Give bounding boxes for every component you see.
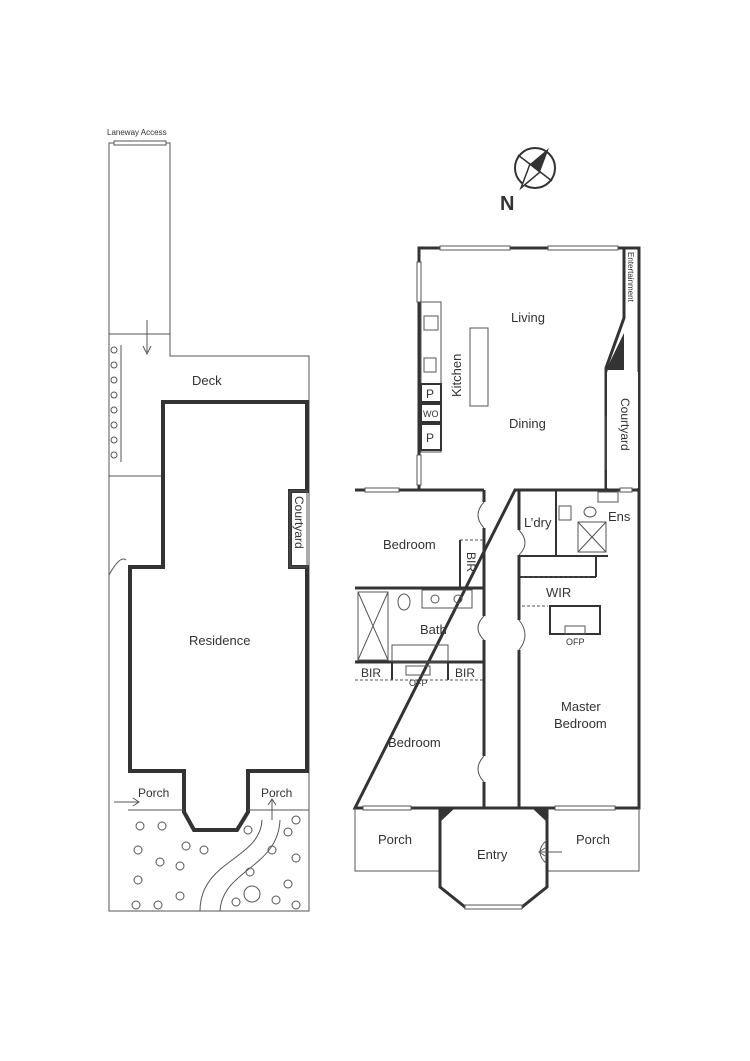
entertainment-unit xyxy=(606,333,624,370)
deck-arrow-head xyxy=(142,345,152,356)
compass-north-label: N xyxy=(500,193,514,215)
north-compass: N xyxy=(500,147,556,215)
laneway-label: Laneway Access xyxy=(107,128,167,137)
living-window-right xyxy=(547,245,619,251)
laneway-gate xyxy=(113,140,167,146)
wall-oven-label: WO xyxy=(423,409,439,419)
living-label: Living xyxy=(511,310,545,325)
ensuite-window xyxy=(619,487,633,493)
bedroom-bottom-label: Bedroom xyxy=(388,735,441,750)
laundry-tub xyxy=(558,505,572,521)
ensuite-toilet xyxy=(583,506,597,518)
pantry-bottom-box xyxy=(420,423,442,451)
door-swing-bedroom xyxy=(477,755,485,783)
compass-ring xyxy=(514,147,556,189)
site-courtyard-box xyxy=(289,490,308,568)
site-porch-left-label: Porch xyxy=(138,786,169,800)
shower-cross-b xyxy=(577,521,607,553)
ensuite-shower xyxy=(577,521,607,553)
door-swing-bath xyxy=(477,615,485,641)
porch-right-outline xyxy=(547,808,640,872)
wall-oven-box xyxy=(420,403,442,423)
wir-fireplace-box xyxy=(549,605,601,635)
porch-left-outline xyxy=(354,808,440,872)
bedroom-fireplace-hearth xyxy=(405,665,431,676)
entry-arrow-head xyxy=(538,847,546,857)
side-gate xyxy=(108,558,127,576)
porch-arrow-head-2 xyxy=(267,798,277,806)
bath-shower xyxy=(357,591,389,661)
garden-path xyxy=(199,819,263,912)
door-swing-master xyxy=(518,619,526,651)
bay-window-front xyxy=(464,904,523,910)
pantry-top-box xyxy=(420,383,442,403)
garden-plants xyxy=(131,815,301,910)
ensuite-vanity xyxy=(597,491,619,503)
ofp-right-label: OFP xyxy=(566,637,585,647)
laundry-label: L’dry xyxy=(524,515,552,530)
bath-label: Bath xyxy=(420,622,447,637)
living-walls xyxy=(417,246,641,490)
dining-label: Dining xyxy=(509,416,546,431)
bir-right-label: BIR xyxy=(455,666,475,680)
bath-shower-cross-b xyxy=(357,591,389,661)
porch-right-label: Porch xyxy=(576,832,610,847)
bath-basin-left xyxy=(430,594,440,604)
deck-label: Deck xyxy=(192,373,222,388)
bedroom-top-window xyxy=(364,487,400,493)
master-bedroom-label-line1: Master xyxy=(561,699,601,714)
entry-wall-right xyxy=(532,808,547,822)
master-window xyxy=(554,805,616,811)
kitchen-island xyxy=(469,327,489,407)
courtyard-fill xyxy=(607,372,638,488)
wir-fireplace-hearth xyxy=(564,625,586,635)
lot-boundary xyxy=(108,142,310,912)
residence-label: Residence xyxy=(189,633,250,648)
cooktop xyxy=(423,315,439,331)
ofp-center-label: OFP xyxy=(409,678,428,688)
compass-needle xyxy=(530,148,549,172)
entry-label: Entry xyxy=(477,847,508,862)
bath-vanity xyxy=(421,589,473,609)
bedroom-bottom-window xyxy=(362,805,412,811)
door-swing-bedroom-top xyxy=(477,501,485,529)
bir-top-label: BIR xyxy=(464,552,478,572)
door-swing-laundry xyxy=(518,529,526,556)
bath-toilet xyxy=(397,593,411,611)
floor-plan: Living Kitchen Dining Entertainment Cour… xyxy=(352,245,641,910)
pantry-bottom-label: P xyxy=(426,431,434,445)
deck-plants xyxy=(110,346,118,459)
porch-arrow-head xyxy=(132,797,140,807)
bath-cabinet xyxy=(391,644,449,663)
residence-outline xyxy=(128,400,309,832)
site-porch-right-label: Porch xyxy=(261,786,292,800)
kitchen-side-window xyxy=(416,454,422,486)
site-courtyard-label: Courtyard xyxy=(292,496,306,549)
site-plan: Laneway Access Deck Courtyard Residence … xyxy=(107,128,310,912)
compass-cross-a xyxy=(517,154,553,182)
bath-basin-right xyxy=(453,594,463,604)
courtyard-label: Courtyard xyxy=(618,398,632,451)
master-bedroom-label-line2: Bedroom xyxy=(554,716,607,731)
kitchen-bench xyxy=(420,301,442,453)
living-side-window xyxy=(416,261,422,303)
entry-wall-left xyxy=(440,808,455,822)
pantry-top-label: P xyxy=(426,387,434,401)
living-window-left xyxy=(439,245,511,251)
ensuite-label: Ens xyxy=(608,509,631,524)
entertainment-label: Entertainment xyxy=(626,252,635,303)
porch-left-label: Porch xyxy=(378,832,412,847)
kitchen-sink xyxy=(423,357,437,373)
wir-label: WIR xyxy=(546,585,571,600)
bedroom-top-label: Bedroom xyxy=(383,537,436,552)
bir-left-label: BIR xyxy=(361,666,381,680)
kitchen-label: Kitchen xyxy=(449,354,464,397)
